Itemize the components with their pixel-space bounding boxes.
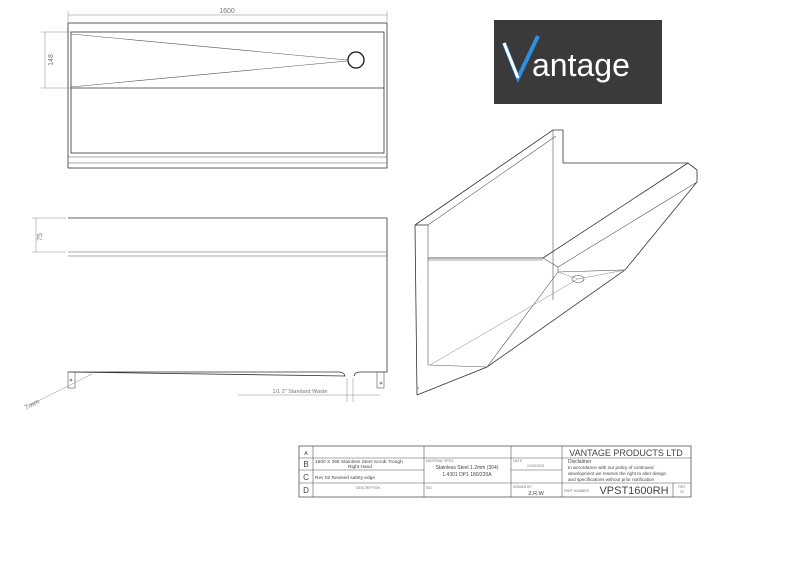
waste-hole — [347, 51, 365, 69]
width-dimension: 1600 — [219, 8, 235, 15]
vantage-logo: antage — [494, 20, 662, 104]
description-line2: Right Hand — [348, 464, 372, 470]
date-value: 01/03/2021 — [527, 464, 545, 468]
rev-label: REV — [678, 485, 686, 489]
depth-dimension: 148 — [48, 54, 55, 66]
material-line1: Stainless Steel 1.2mm (304) — [436, 465, 499, 471]
logo-text: antage — [532, 47, 630, 83]
waste-dimension: 1/1 2" Standard Waste — [273, 389, 328, 395]
height-dimension: 75 — [37, 233, 44, 241]
row-c: C — [303, 473, 309, 482]
revision-note: Rev 02 Revised safety edge — [315, 475, 375, 481]
row-b: B — [303, 460, 308, 469]
company-name: VANTAGE PRODUCTS LTD — [569, 448, 683, 458]
date-label: DATE — [513, 459, 523, 463]
isometric-view — [414, 129, 698, 396]
part-number: VPST1600RH — [599, 485, 668, 497]
disclaimer-line1: In accordance with our policy of continu… — [568, 465, 654, 470]
bracket-dimension: 7mm — [24, 398, 41, 411]
title-block: A B C D 1600 X 395 Stainless Steel Scrub… — [298, 445, 692, 498]
row-a: A — [304, 451, 308, 457]
part-number-label: PART NUMBER — [564, 489, 590, 493]
drawn-label: DRAWN BY — [513, 485, 532, 489]
description-label: DESCRIPTION — [356, 486, 380, 490]
material-line2: 1.4301 DP1 180/220A — [442, 472, 492, 478]
top-view: 1600 148 — [41, 8, 388, 169]
description-line1: 1600 X 395 Stainless Steel Scrub Trough — [315, 459, 403, 465]
material-label: MATERIAL SPEC — [426, 459, 454, 463]
disclaimer-title: Disclaimer — [568, 459, 592, 465]
disclaimer-line3: and specifications without prior notific… — [568, 477, 654, 482]
rev-value: 02 — [680, 490, 684, 494]
drawn-value: Z.R.W — [528, 491, 544, 497]
disclaimer-line2: development we reserve the right to alte… — [568, 471, 666, 476]
front-view: 75 7mm 1/1 2" Standard Waste — [24, 217, 388, 412]
row-d: D — [303, 486, 309, 495]
sig-label: SIG — [426, 486, 432, 490]
